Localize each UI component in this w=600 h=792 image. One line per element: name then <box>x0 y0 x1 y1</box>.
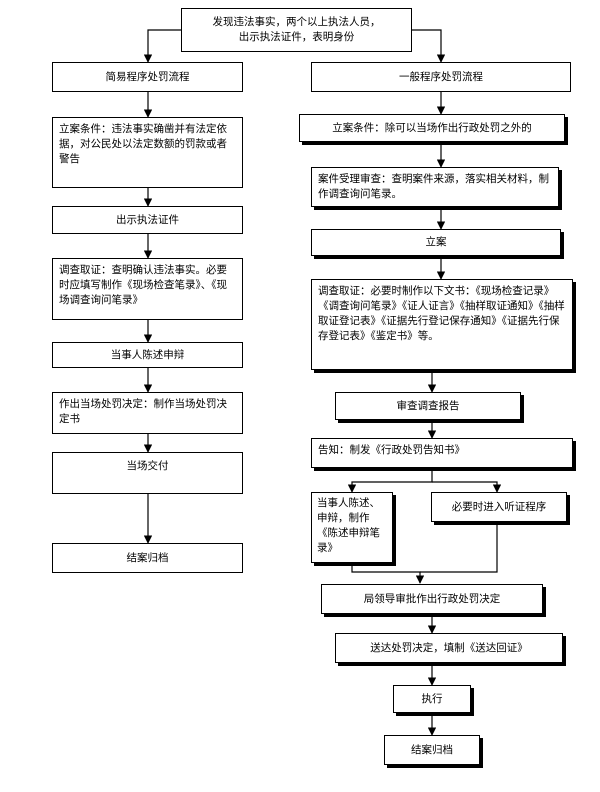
general-step-execute: 执行 <box>393 685 471 713</box>
general-step-investigate: 调查取证：必要时制作以下文书：《现场检查记录》《调查询问笔录》《证人证言》《抽样… <box>311 279 573 370</box>
general-step-file-case: 立案 <box>311 229 561 256</box>
simple-step-decision: 作出当场处罚决定：制作当场处罚决定书 <box>52 392 243 434</box>
simple-title: 简易程序处罚流程 <box>105 70 190 83</box>
start-text: 发现违法事实，两个以上执法人员， 出示执法证件，表明身份 <box>212 16 381 43</box>
general-step-report: 审查调查报告 <box>335 392 521 420</box>
general-title-box: 一般程序处罚流程 <box>311 62 571 92</box>
general-step-archive: 结案归档 <box>384 735 480 765</box>
arrow-g8-to-g9 <box>420 522 498 573</box>
arrow-g6-split-left <box>347 468 433 493</box>
general-step-review: 案件受理审查：查明案件来源，落实相关材料，制作调查询问笔录。 <box>311 167 559 207</box>
simple-step-archive: 结案归档 <box>52 543 243 573</box>
general-step-serve: 送达处罚决定，填制《送达回证》 <box>335 633 563 663</box>
arrow-g7-to-g9 <box>351 563 425 584</box>
general-step-approval: 局领导审批作出行政处罚决定 <box>321 584 543 614</box>
general-step-notice: 告知：制发《行政处罚告知书》 <box>311 438 573 468</box>
arrow-g6-split-right <box>432 481 502 493</box>
general-title: 一般程序处罚流程 <box>399 70 483 83</box>
general-step-statement: 当事人陈述、申辩，制作《陈述申辩笔录》 <box>311 492 393 563</box>
simple-step-investigate: 调查取证：查明确认违法事实。必要时应填写制作《现场检查笔录》、《现场调查询问笔录… <box>52 258 243 320</box>
simple-step-condition: 立案条件：违法事实确凿并有法定依据，对公民处以法定数额的罚款或者警告 <box>52 117 243 188</box>
arrow-top-to-general <box>412 29 446 63</box>
simple-step-statement: 当事人陈述申辩 <box>52 342 243 368</box>
start-box: 发现违法事实，两个以上执法人员， 出示执法证件，表明身份 <box>181 8 412 52</box>
simple-step-show-id: 出示执法证件 <box>52 206 243 234</box>
simple-step-deliver: 当场交付 <box>52 452 243 494</box>
simple-title-box: 简易程序处罚流程 <box>52 62 243 92</box>
general-step-condition: 立案条件：除可以当场作出行政处罚之外的 <box>299 114 565 142</box>
arrow-top-to-simple <box>143 29 181 63</box>
general-step-hearing: 必要时进入听证程序 <box>431 492 567 522</box>
